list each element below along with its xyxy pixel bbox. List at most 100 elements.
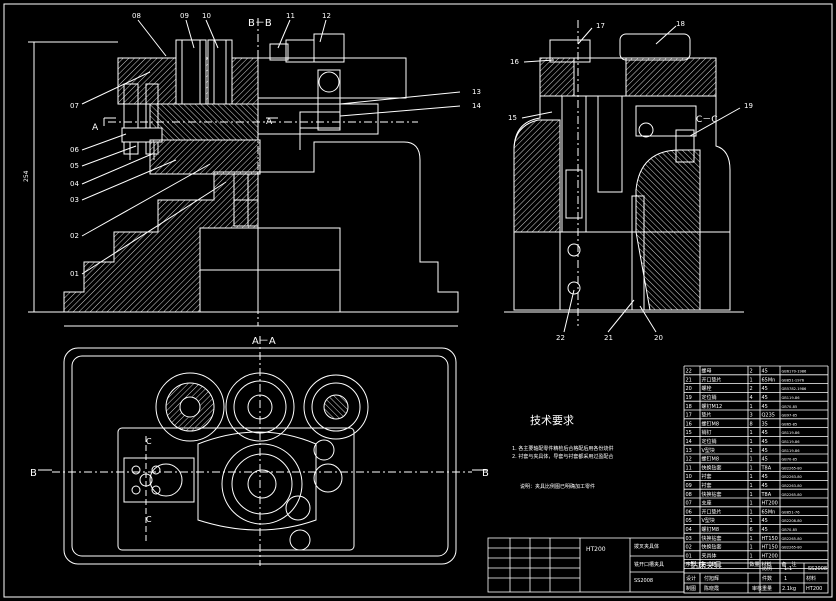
bom-header-cell: 数量 <box>750 561 760 568</box>
checker-label: 制图 <box>686 585 696 592</box>
bom-cell: 06 <box>686 509 692 515</box>
bom-cell: 快换钻套 <box>702 535 722 542</box>
bom-cell: 3 <box>750 413 753 419</box>
bom-cell: GB851-76 <box>782 510 801 514</box>
bom-cell: 20 <box>686 386 692 392</box>
bom-cell: GB65-85 <box>782 422 798 426</box>
bom-cell: 1 <box>750 553 753 559</box>
bom-cell: 快换钻套 <box>702 491 722 498</box>
part-label: 17 <box>596 22 605 30</box>
bom-cell: 1 <box>750 430 753 436</box>
part-label: 01 <box>70 270 79 278</box>
bom-cell: 07 <box>686 501 692 507</box>
bom-cell: GB119-86 <box>782 449 801 453</box>
bom-cell: 定位销 <box>702 394 717 401</box>
bom-cell: 45 <box>762 369 768 375</box>
part-label: 15 <box>508 114 517 122</box>
bom-cell: 09 <box>686 483 692 489</box>
designer-value: 付旭辉 <box>704 575 719 582</box>
bom-cell: 45 <box>762 448 768 454</box>
bom-cell: 16 <box>686 421 692 427</box>
bom-cell: 4 <box>750 395 753 401</box>
bom-cell: 45 <box>762 439 768 445</box>
bom-cell: 12 <box>686 457 692 463</box>
bom-cell: GB2265-80 <box>782 537 803 541</box>
notes-line-1: 1. 各主要轴配零件精检后合格配后用各份烧供 <box>512 445 613 452</box>
title-block <box>487 537 829 594</box>
bom-cell: 6 <box>750 527 753 533</box>
part-label: 20 <box>654 334 663 342</box>
bom-cell: 45 <box>762 395 768 401</box>
bom-cell: 1 <box>750 457 753 463</box>
main-title-block-text: 钻床夹具 比例 1:1 SS2008 件数 1 重量 2.1kg 材料 HT20… <box>686 560 827 592</box>
bom-cell: 13 <box>686 448 692 454</box>
label-bb: B－B <box>248 18 272 29</box>
bom-cell: 1 <box>750 404 753 410</box>
scale-value: 1:1 <box>784 566 792 572</box>
bom-cell: GB2265-80 <box>782 466 803 470</box>
bom-cell: T8A <box>761 492 772 498</box>
label-b-left: B <box>30 468 37 479</box>
small-block-line-2: 铣开口槽夹具 <box>634 561 664 568</box>
bom-cell: 22 <box>686 369 692 375</box>
bom-cell: 螺钉M8 <box>702 420 720 427</box>
bom-cell: T8A <box>761 465 772 471</box>
bom-cell: V型块 <box>702 447 715 454</box>
bom-cell: GB119-86 <box>782 396 801 400</box>
part-label: 21 <box>604 334 613 342</box>
drawing-name: 钻床夹具 <box>690 560 722 570</box>
count-label: 件数 <box>762 575 772 582</box>
part-label: 07 <box>70 102 79 110</box>
bom-table-grid <box>683 365 829 569</box>
part-label: 19 <box>744 102 753 110</box>
notes-line-3: 说明：夹具比例图已明确加工零件 <box>520 483 595 490</box>
bom-cell: 45 <box>762 474 768 480</box>
notes-line-2: 2. 衬套与夹具体，导套与衬套都采用过盈配合 <box>512 453 613 460</box>
bom-cell: GB2265-80 <box>782 546 803 550</box>
bom-cell: 1 <box>750 465 753 471</box>
part-label: 13 <box>472 88 481 96</box>
bom-cell: 45 <box>762 386 768 392</box>
bom-cell: 支座 <box>702 500 712 507</box>
bom-header-cell: 序号 <box>686 561 696 568</box>
part-label: 08 <box>132 12 141 20</box>
bom-cell: 衬套 <box>702 473 712 480</box>
bom-cell: 10 <box>686 474 692 480</box>
top-view <box>38 336 488 566</box>
technical-notes: 技术要求 1. 各主要轴配零件精检后合格配后用各份烧供 2. 衬套与夹具体，导套… <box>512 414 613 490</box>
bom-cell: GB70-85 <box>782 405 798 409</box>
part-label: 03 <box>70 196 79 204</box>
bom-cell: 1 <box>750 509 753 515</box>
bom-cell: 开口垫片 <box>702 376 722 383</box>
part-label: 09 <box>180 12 189 20</box>
label-c-top: C <box>146 437 152 446</box>
bom-cell: 螺钉M8 <box>702 456 720 463</box>
bom-cell: 螺母 <box>702 368 712 375</box>
bom-header-cell: 备 注 <box>782 561 797 568</box>
bom-cell: GB119-86 <box>782 440 801 444</box>
bom-cell: 8 <box>750 421 753 427</box>
bom-cell: 35 <box>762 421 768 427</box>
part-label: 02 <box>70 232 79 240</box>
bom-cell: 45 <box>762 430 768 436</box>
side-leaders <box>521 25 741 333</box>
bom-cell: 1 <box>750 439 753 445</box>
label-b-right: B <box>482 468 489 479</box>
bom-cell: GB97-85 <box>782 414 798 418</box>
bom-cell: 衬套 <box>702 482 712 489</box>
bom-cell: 1 <box>750 448 753 454</box>
bom-header-cell: 材料 <box>762 561 772 568</box>
bom-cell: 1 <box>750 501 753 507</box>
sheet-border <box>3 3 833 598</box>
bom-cell: 螺栓 <box>702 385 712 392</box>
bom-cell: 02 <box>686 545 692 551</box>
label-cc: C－C <box>696 115 718 125</box>
front-view <box>28 18 459 327</box>
small-block-material: HT200 <box>586 546 606 553</box>
part-label: 05 <box>70 162 79 170</box>
drawing-code: SS2008 <box>808 566 827 572</box>
bom-cell: 18 <box>686 404 692 410</box>
bom-cell: 快换钻套 <box>702 464 722 471</box>
